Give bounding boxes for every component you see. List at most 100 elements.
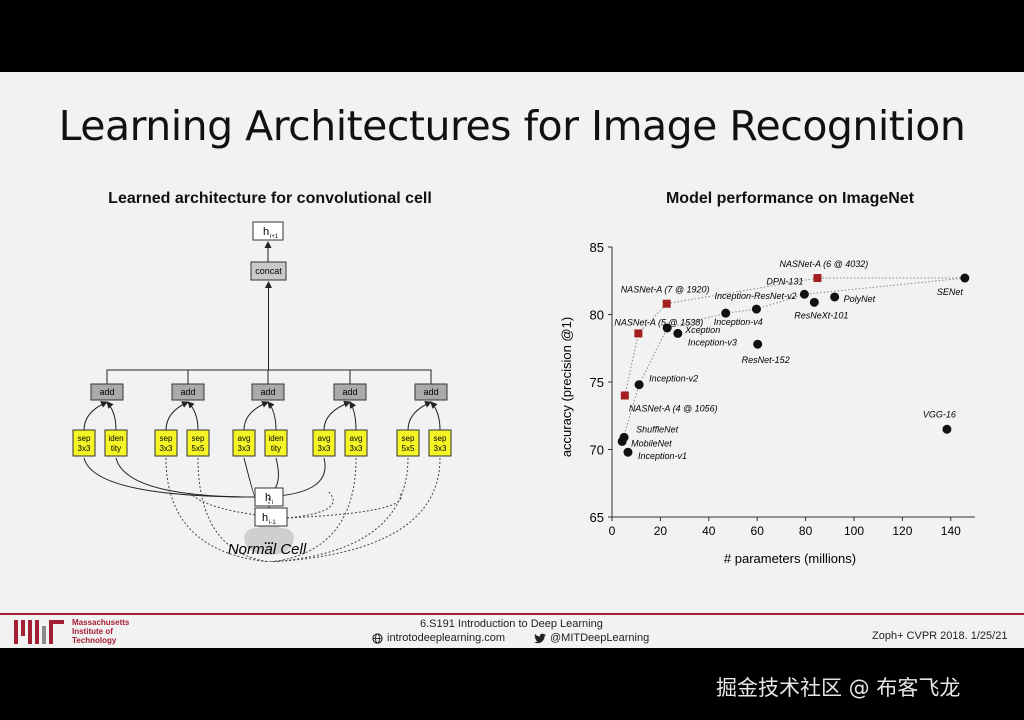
- point-label: Inception-v1: [638, 451, 687, 461]
- add-node: add: [414, 383, 448, 401]
- point-label: NASNet-A (5 @ 1538): [614, 317, 703, 327]
- y-tick-label: 75: [590, 375, 604, 390]
- op-label-top: sep: [78, 434, 91, 443]
- op-label-bottom: tity: [111, 444, 121, 453]
- point-label: NASNet-A (4 @ 1056): [629, 404, 718, 414]
- chart-points: NASNet-A (4 @ 1056) NASNet-A (5 @ 1538) NA…: [614, 259, 970, 461]
- op-label-top: sep: [160, 434, 173, 443]
- x-tick-label: 20: [654, 524, 668, 538]
- point-label: MobileNet: [631, 438, 672, 448]
- op-nodes: sep3x3identitysep3x3sep5x5avg3x3identity…: [72, 429, 452, 457]
- chart-heading: Model performance on ImageNet: [665, 190, 915, 207]
- x-tick-label: 40: [702, 524, 716, 538]
- model-point: [809, 297, 819, 307]
- hi-label: h: [265, 492, 271, 504]
- watermark: 掘金技术社区 @ 布客飞龙: [716, 676, 961, 700]
- x-axis-label: # parameters (millions): [724, 551, 856, 566]
- point-label: Inception-v4: [714, 317, 763, 327]
- hi1-label: h: [262, 512, 268, 524]
- twitter-bird-icon: [534, 633, 546, 643]
- twitter-link-text: @MITDeepLearning: [550, 632, 650, 644]
- point-label: Xception: [684, 325, 720, 335]
- point-label: NASNet-A (6 @ 4032): [779, 259, 868, 269]
- add-label: add: [99, 387, 114, 397]
- institution-name: Massachusetts Institute of Technology: [72, 618, 129, 645]
- globe-icon: [372, 632, 383, 644]
- point-label: ResNeXt-101: [794, 310, 848, 320]
- add-label: add: [342, 387, 357, 397]
- point-label: Inception-v2: [649, 374, 698, 384]
- cell-diagram-lower: h i-1 Normal Cell: [188, 492, 402, 558]
- op-label-bottom: 3x3: [434, 444, 447, 453]
- twitter-link[interactable]: @MITDeepLearning: [534, 632, 649, 644]
- cell-diagram-heading: Learned architecture for convolutional c…: [108, 190, 432, 207]
- point-label: ResNet-152: [742, 355, 790, 365]
- x-tick-label: 140: [941, 524, 961, 538]
- add-node: add: [333, 383, 367, 401]
- human-frontier-line: [621, 277, 965, 442]
- op-label-bottom: 5x5: [192, 444, 205, 453]
- site-link-text: introtodeeplearning.com: [387, 632, 506, 644]
- model-point: [830, 292, 840, 302]
- output-node: h i+1: [252, 221, 284, 241]
- hi1-subscript: i-1: [269, 520, 276, 526]
- institution-line-1: Massachusetts: [72, 618, 130, 627]
- op-label-top: sep: [434, 434, 447, 443]
- point-label: Inception-v3: [688, 337, 737, 347]
- x-tick-label: 100: [844, 524, 864, 538]
- add-nodes: add add add add add: [90, 383, 448, 401]
- add-label: add: [260, 387, 275, 397]
- output-node-subscript: i+1: [270, 234, 279, 240]
- add-node: add: [171, 383, 205, 401]
- op-label-bottom: 3x3: [318, 444, 331, 453]
- course-title: 6.S191 Introduction to Deep Learning: [420, 618, 603, 630]
- citation: Zoph+ CVPR 2018. 1/25/21: [872, 630, 1008, 642]
- hi1-connections: [188, 492, 402, 519]
- nasnet-point: [634, 329, 643, 338]
- nasnet-point: [662, 299, 671, 308]
- institution-line-2: Institute of: [72, 627, 113, 636]
- model-point: [673, 328, 683, 338]
- model-point: [751, 304, 761, 314]
- y-tick-label: 85: [590, 240, 604, 255]
- hi1-node: h i-1: [254, 507, 288, 527]
- model-point: [617, 436, 627, 446]
- site-link[interactable]: introtodeeplearning.com: [372, 632, 505, 644]
- y-tick-label: 80: [590, 308, 604, 323]
- op-label-top: avg: [318, 434, 331, 443]
- point-label: PolyNet: [844, 294, 876, 304]
- add-label: add: [180, 387, 195, 397]
- op-label-bottom: 3x3: [160, 444, 173, 453]
- nasnet-point: [813, 274, 822, 283]
- y-axis-label: accuracy (precision @1): [559, 317, 574, 457]
- op-label-top: avg: [238, 434, 251, 443]
- add-node: add: [90, 383, 124, 401]
- op-label-bottom: 5x5: [402, 444, 415, 453]
- op-label-top: iden: [268, 434, 283, 443]
- model-point: [942, 424, 952, 434]
- slide-title: Learning Architectures for Image Recogni…: [58, 102, 966, 150]
- op-label-top: sep: [192, 434, 205, 443]
- cloud-shape: ...: [244, 522, 294, 555]
- point-label: SENet: [937, 287, 964, 297]
- y-tick-label: 65: [590, 510, 604, 525]
- chart-trend-lines: [621, 277, 965, 442]
- nasnet-frontier-line: [624, 277, 965, 396]
- footer: Massachusetts Institute of Technology 6.…: [0, 615, 1024, 648]
- op-label-top: avg: [350, 434, 363, 443]
- concat-node: concat: [250, 261, 287, 281]
- x-tick-label: 80: [799, 524, 813, 538]
- model-point: [662, 323, 672, 333]
- mit-logo: [14, 620, 64, 644]
